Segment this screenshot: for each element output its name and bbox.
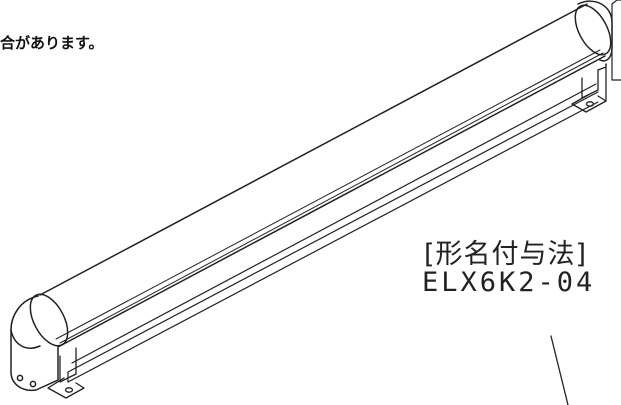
naming-heading: [形名付与法] — [424, 239, 588, 270]
note-text: 合があります。 — [0, 34, 104, 52]
right-end-cap — [574, 0, 613, 67]
mounting-rail — [67, 83, 599, 383]
left-bracket — [47, 347, 85, 399]
leader-line — [550, 335, 569, 405]
model-code: ELX6K2-04 — [422, 267, 596, 298]
tube-body — [39, 3, 606, 348]
callout-box-edge — [611, 0, 621, 81]
left-end-cap — [10, 293, 69, 392]
right-bracket — [571, 66, 607, 113]
